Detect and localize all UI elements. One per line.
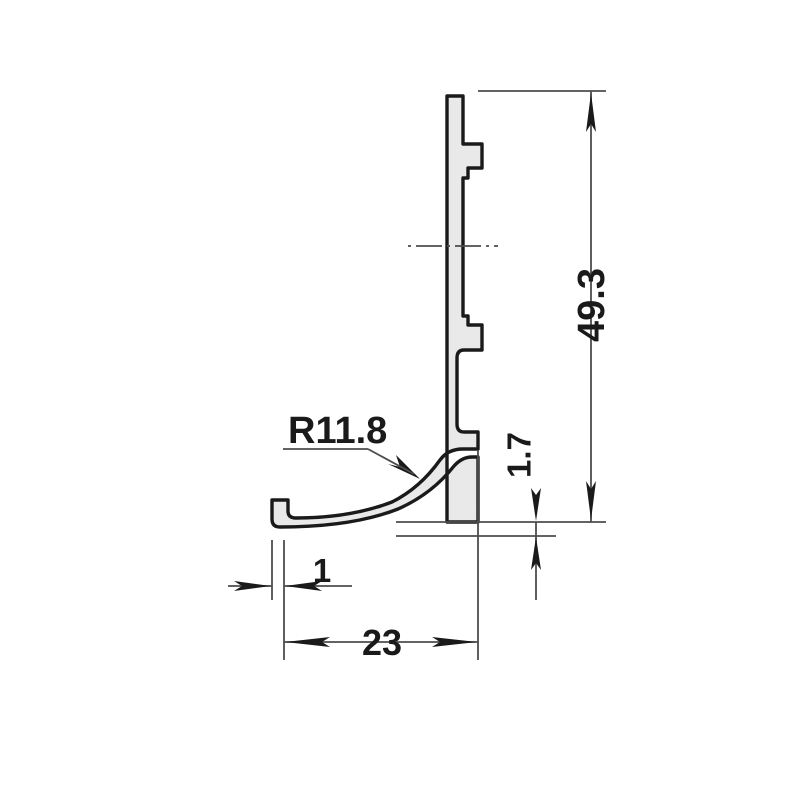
profile-outline-path xyxy=(270,94,484,529)
arrow-r11-8 xyxy=(388,455,420,479)
arrow-1-left xyxy=(234,581,271,591)
dimension-label-49-3: 49.3 xyxy=(571,268,613,342)
arrow-49-3-down xyxy=(586,481,596,520)
profile-body-group xyxy=(270,94,484,529)
radius-leader-diagonal xyxy=(367,448,415,475)
radius-label-r11-8: R11.8 xyxy=(288,410,387,452)
dimension-label-1-7: 1.7 xyxy=(501,432,538,478)
arrow-1-7-up xyxy=(531,537,541,570)
arrow-49-3-up xyxy=(586,93,596,132)
arrowheads-group xyxy=(234,93,596,647)
radius-leader-group xyxy=(283,448,415,475)
dimension-lines-group xyxy=(228,90,606,660)
arrow-23-left xyxy=(285,637,330,647)
arrow-1-7-down xyxy=(531,488,541,521)
dimension-label-1: 1 xyxy=(313,552,331,589)
arrow-23-right xyxy=(432,637,477,647)
dimension-label-23: 23 xyxy=(362,622,402,663)
dimension-labels-group: 49.3 1.7 1 23 R11.8 xyxy=(288,268,613,663)
arrow-1-right xyxy=(285,581,322,591)
